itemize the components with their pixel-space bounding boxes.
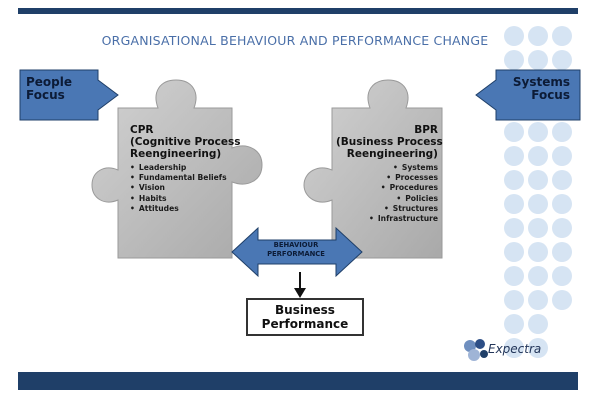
behaviour-performance-arrow [231,226,363,278]
cpr-list-item: Vision [130,183,227,193]
cpr-list-item: Fundamental Beliefs [130,173,227,183]
bpr-list-item: Infrastructure [360,214,438,224]
cpr-list: Leadership Fundamental Beliefs Vision Ha… [130,163,227,214]
behaviour-performance-label: BEHAVIOUR PERFORMANCE [267,241,325,258]
bpr-title: BPR (Business Process Reengineering) [336,124,443,160]
bpr-list-item: Processes [360,173,438,183]
bpr-list-item: Policies [360,194,438,204]
cpr-list-item: Attitudes [130,204,227,214]
bpr-list-item: Structures [360,204,438,214]
people-focus-arrow [19,69,119,121]
expectra-logo-icon [464,339,488,361]
top-bar [18,8,578,14]
slide-title: ORGANISATIONAL BEHAVIOUR AND PERFORMANCE… [101,33,489,48]
down-arrow-head [294,288,306,298]
expectra-logo-text: Expectra [488,342,542,356]
bpr-list: Systems Processes Procedures Policies St… [360,163,438,224]
cpr-list-item: Habits [130,194,227,204]
business-performance-box: Business Performance [246,298,364,336]
bottom-bar [18,372,578,390]
bpr-list-item: Procedures [360,183,438,193]
people-focus-label: People Focus [26,75,73,102]
cpr-list-item: Leadership [130,163,227,173]
systems-focus-label: Systems Focus [512,75,570,102]
cpr-title: CPR (Cognitive Process Reengineering) [130,124,241,160]
bpr-list-item: Systems [360,163,438,173]
systems-focus-arrow [475,69,581,121]
